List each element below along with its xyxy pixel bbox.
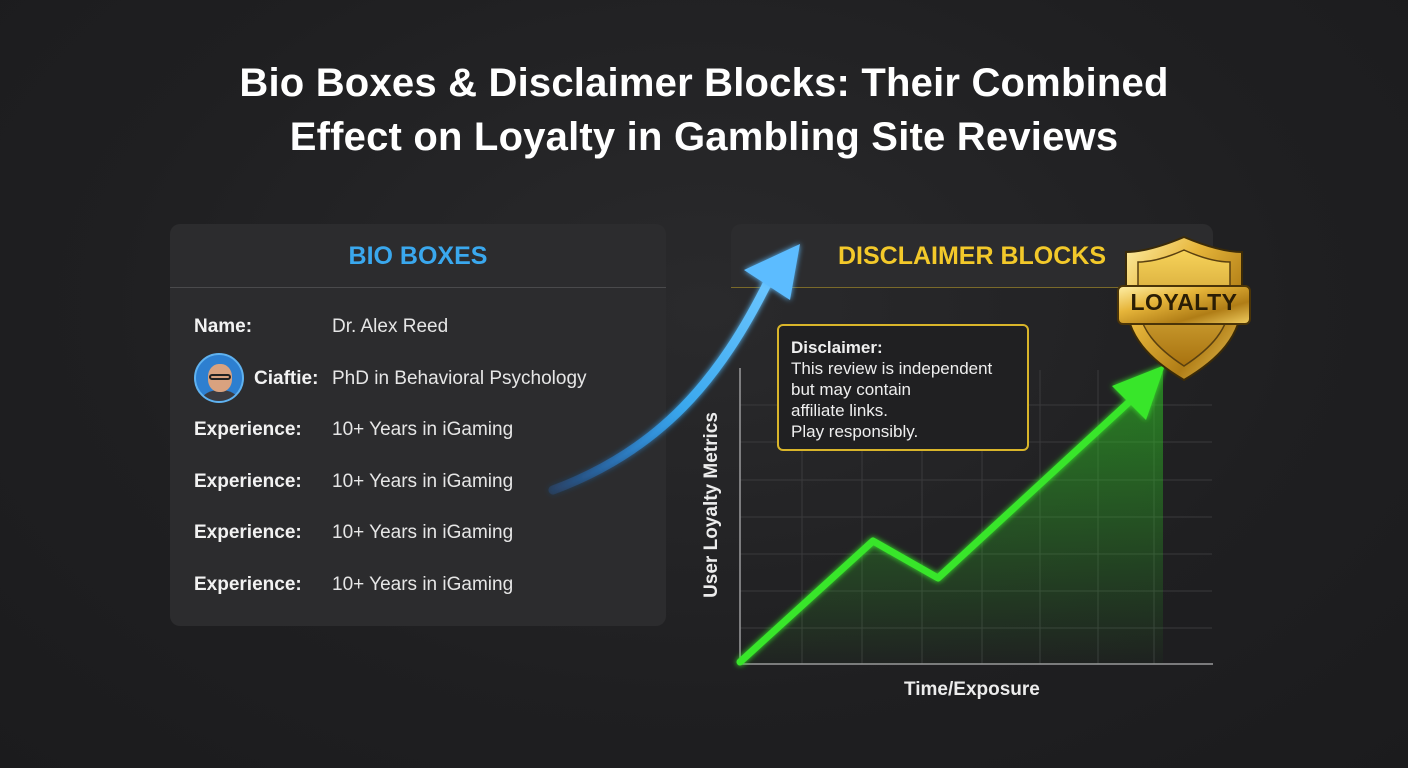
bio-row-label: Experience: (194, 522, 302, 543)
chart-x-axis-label: Time/Exposure (904, 679, 1040, 700)
disclaimer-box: Disclaimer: This review is independent b… (777, 324, 1029, 451)
title-line-1: Bio Boxes & Disclaimer Blocks: Their Com… (239, 61, 1169, 105)
chart-arrowhead-icon (1112, 365, 1165, 420)
connector-arrowhead-icon (744, 244, 800, 300)
title-line-2: Effect on Loyalty in Gambling Site Revie… (289, 115, 1119, 159)
disclaimer-line: affiliate links. (791, 401, 889, 420)
disclaimer-line: but may contain (791, 380, 912, 399)
bio-row-value: Dr. Alex Reed (332, 316, 449, 337)
disclaimer-blocks-heading: DISCLAIMER BLOCKS (731, 224, 1213, 288)
bio-box-heading: BIO BOXES (170, 224, 666, 288)
avatar (194, 353, 244, 403)
chart-area-fill (740, 372, 1163, 664)
bio-row-value: 10+ Years in iGaming (332, 471, 514, 492)
avatar-body-shape (202, 390, 238, 401)
disclaimer-box-title: Disclaimer: (791, 338, 883, 357)
disclaimer-line: This review is independent (791, 359, 993, 378)
chart-y-axis-label: User Loyalty Metrics (701, 412, 722, 598)
chart-trend-line (736, 399, 1132, 666)
shield-icon (1117, 235, 1251, 382)
avatar-glasses-shape (209, 374, 231, 380)
loyalty-badge-label: LOYALTY (1130, 289, 1238, 315)
bio-row-value: 10+ Years in iGaming (332, 522, 514, 543)
bio-row-value: PhD in Behavioral Psychology (332, 368, 587, 389)
disclaimer-line: Play responsibly. (791, 422, 919, 441)
bio-row-label: Name: (194, 316, 253, 337)
bio-row-value: 10+ Years in iGaming (332, 574, 514, 595)
connector-arrow (548, 273, 775, 495)
bio-row-value: 10+ Years in iGaming (332, 419, 514, 440)
bio-row-label: Experience: (194, 419, 302, 440)
bio-row-label: Experience: (194, 471, 302, 492)
page-title: Bio Boxes & Disclaimer Blocks: Their Com… (0, 56, 1408, 164)
bio-box-panel: BIO BOXES Name: Dr. Alex Reed Ciaftie: P… (170, 224, 666, 626)
bio-row-label: Ciaftie: (254, 368, 319, 389)
bio-row-label: Experience: (194, 574, 302, 595)
